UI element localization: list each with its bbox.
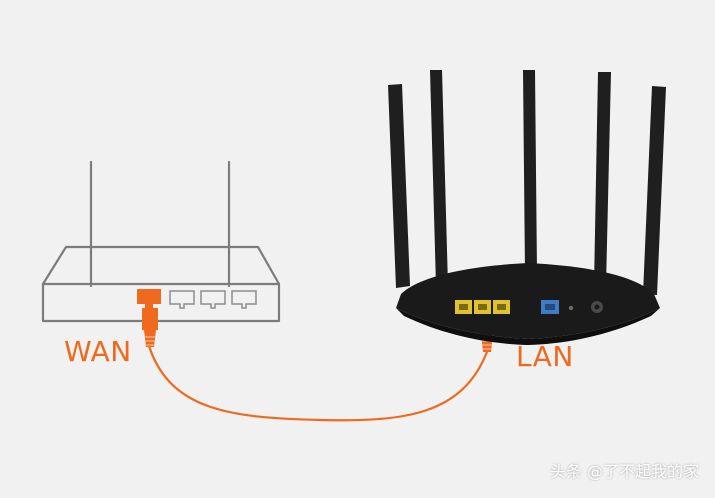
router-reset-hole (568, 305, 574, 311)
router-lan-ports (455, 300, 510, 314)
modem-port-row (137, 289, 257, 309)
wan-label: WAN (64, 335, 132, 368)
lan-label: LAN (516, 340, 574, 373)
modem-lan-port-2 (200, 290, 226, 309)
modem-lan-port-3 (231, 290, 257, 309)
modem-wan-port (137, 289, 161, 308)
modem-outline-icon (41, 160, 281, 323)
cable-plug-left (142, 308, 158, 347)
watermark-text: 头条 @了不起我的家 (549, 462, 699, 481)
router-wan-port (541, 300, 559, 314)
wifi-router-icon (388, 70, 666, 345)
modem-lan-port-1 (169, 290, 195, 309)
